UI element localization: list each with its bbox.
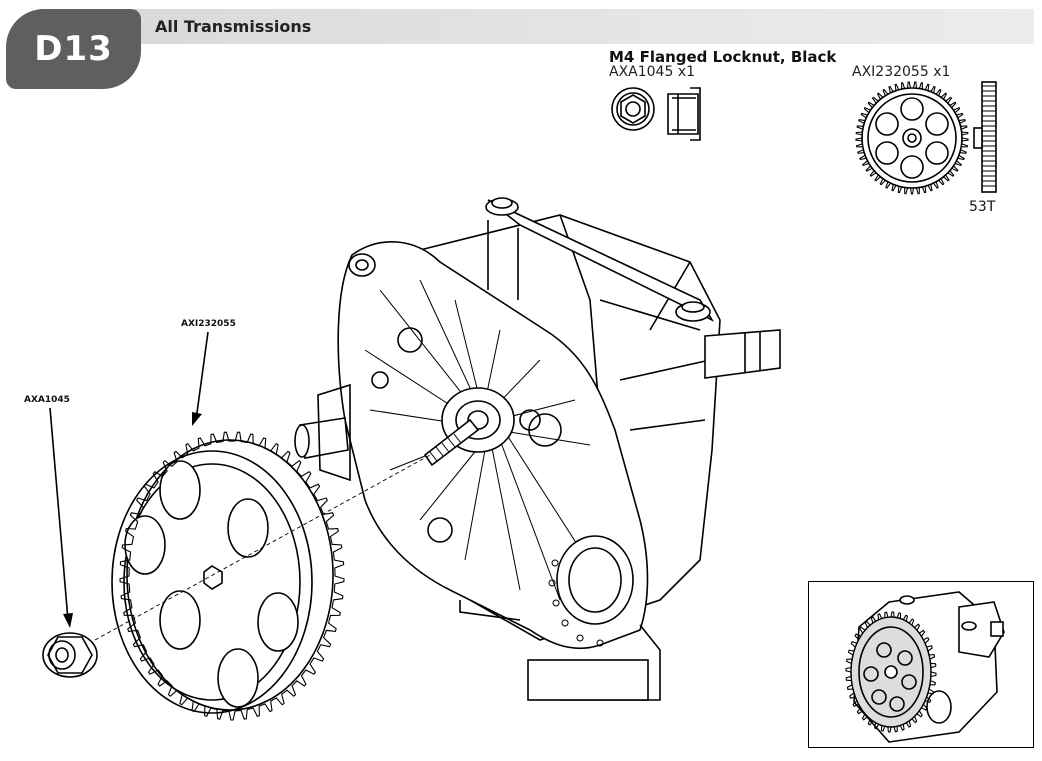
assembly-line — [94, 454, 431, 641]
gear-teeth-icon — [855, 81, 969, 195]
step-number: D13 — [34, 29, 113, 69]
transmission-housing — [294, 197, 781, 701]
callout-gear-label: AXI232055 — [181, 319, 236, 329]
part-name-locknut: M4 Flanged Locknut, Black — [609, 48, 837, 66]
part-code-locknut: AXA1045 x1 — [609, 64, 696, 80]
spur-gear-exploded — [111, 431, 345, 721]
locknut-icon — [611, 87, 701, 141]
reference-inset — [808, 581, 1034, 748]
spur-gear-icon — [855, 81, 997, 195]
callout-nut-label: AXA1045 — [24, 395, 70, 405]
gear-teeth — [119, 431, 345, 721]
tooth-count: 53T — [969, 199, 996, 215]
header-bar — [120, 9, 1034, 44]
inset-gear-teeth — [845, 611, 937, 733]
step-badge: D13 — [6, 9, 141, 89]
inset-drawing — [845, 591, 1005, 743]
section-title: All Transmissions — [155, 17, 312, 36]
locknut-exploded — [42, 632, 98, 678]
part-code-gear: AXI232055 x1 — [852, 64, 951, 80]
callout-arrows — [49, 331, 209, 628]
